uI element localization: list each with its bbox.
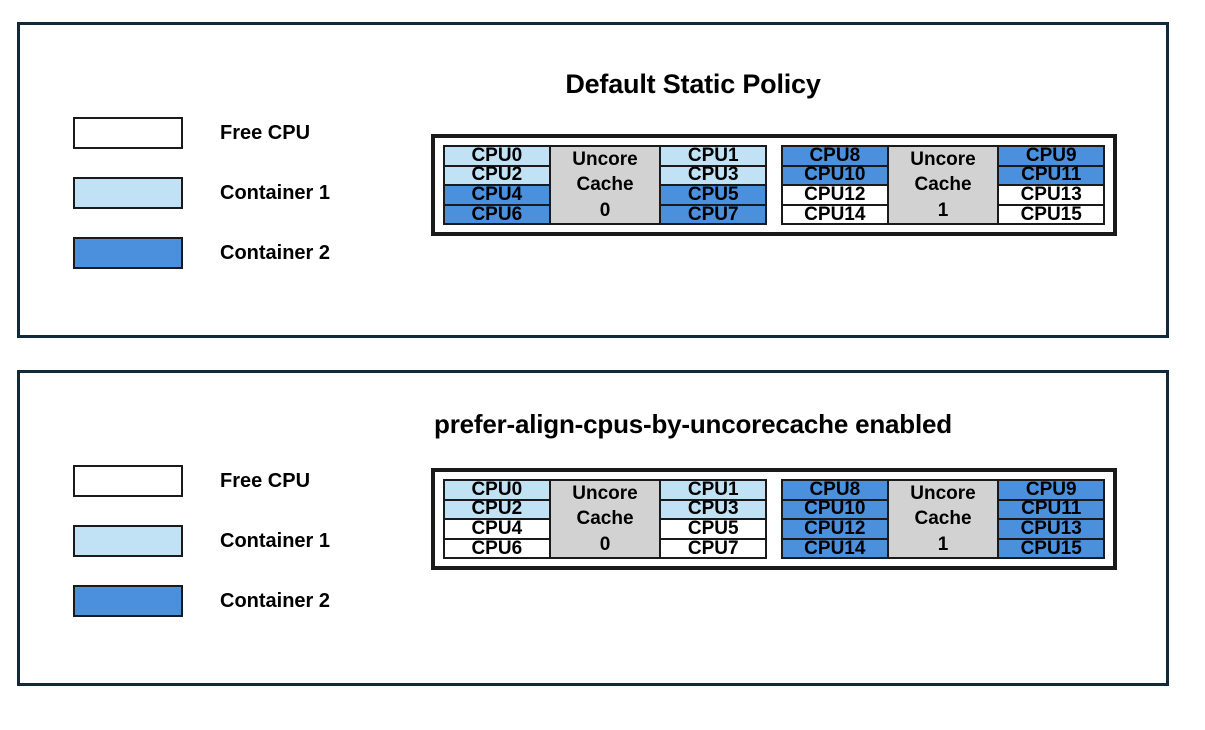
legend-item-container-1: Container 1 [73,525,330,557]
cpu-cell: CPU2 [445,164,549,187]
panel-prefer-align-cpus-by-uncorecache: prefer-align-cpus-by-uncorecache enabled… [17,370,1169,686]
cpu-cell: CPU11 [999,498,1103,521]
cache-group-1-right-column: CPU9 CPU11 CPU13 CPU15 [999,479,1103,559]
legend-item-free-cpu: Free CPU [73,117,330,149]
uncore-cache-1: Uncore Cache 1 [886,147,1000,224]
cpu-cell: CPU12 [783,184,887,206]
cache-group-1-right-column: CPU9 CPU11 CPU13 CPU15 [999,145,1103,225]
cache-group-0: CPU0 CPU2 CPU4 CPU6 Uncore Cache 0 CPU1 … [443,479,767,560]
cpu-cell: CPU6 [445,204,549,225]
cpu-cell: CPU8 [783,479,887,501]
cpu-cell: CPU11 [999,164,1103,187]
legend-swatch-container-1 [73,177,183,209]
uncore-cache-label-line-2: Cache [576,508,634,530]
cpu-cell: CPU14 [783,204,887,225]
legend: Free CPU Container 1 Container 2 [73,465,330,645]
cache-group-1: CPU8 CPU10 CPU12 CPU14 Uncore Cache 1 CP… [781,145,1105,226]
uncore-cache-0: Uncore Cache 0 [548,481,662,558]
legend-label-container-2: Container 2 [220,241,331,264]
legend-label-container-2: Container 2 [220,589,331,612]
uncore-cache-label-line-1: Uncore [572,149,638,170]
cpu-cell: CPU15 [999,538,1103,559]
uncore-cache-label-line-3: 0 [599,533,611,555]
uncore-cache-1: Uncore Cache 1 [886,481,1000,558]
cpu-cell: CPU3 [661,498,765,521]
cpu-cell: CPU4 [445,184,549,206]
legend-label-container-1: Container 1 [220,181,331,204]
cpu-cell: CPU12 [783,518,887,540]
legend-swatch-container-2 [73,237,183,269]
cpu-cell: CPU5 [661,518,765,540]
legend-label-container-1: Container 1 [220,529,331,552]
uncore-cache-label-line-3: 1 [937,199,949,221]
cpu-cell: CPU4 [445,518,549,540]
cache-group-1-left-column: CPU8 CPU10 CPU12 CPU14 [783,145,887,225]
uncore-cache-label-line-1: Uncore [910,483,976,504]
cpu-cell: CPU1 [661,479,765,501]
page-title: prefer-align-cpus-by-uncorecache enabled [434,409,952,439]
legend-swatch-container-1 [73,525,183,557]
cpu-cell: CPU10 [783,498,887,521]
cpu-cell: CPU2 [445,498,549,521]
cpu-cell: CPU5 [661,184,765,206]
cpu-cell: CPU13 [999,518,1103,540]
legend-label-free-cpu: Free CPU [220,469,311,492]
cpu-cell: CPU9 [999,145,1103,167]
uncore-cache-label-line-1: Uncore [572,483,638,504]
uncore-cache-label-line-1: Uncore [910,149,976,170]
cpu-cell: CPU0 [445,145,549,167]
cpu-cell: CPU1 [661,145,765,167]
cpu-cell: CPU14 [783,538,887,559]
cache-group-0: CPU0 CPU2 CPU4 CPU6 Uncore Cache 0 CPU1 … [443,145,767,226]
cache-group-1-left-column: CPU8 CPU10 CPU12 CPU14 [783,479,887,559]
cpu-cell: CPU7 [661,538,765,559]
cache-group-0-left-column: CPU0 CPU2 CPU4 CPU6 [445,145,549,225]
cpu-cell: CPU7 [661,204,765,225]
uncore-cache-label-line-2: Cache [914,174,972,196]
legend: Free CPU Container 1 Container 2 [73,117,330,297]
cpu-cell: CPU9 [999,479,1103,501]
cache-group-0-right-column: CPU1 CPU3 CPU5 CPU7 [661,145,765,225]
uncore-cache-0: Uncore Cache 0 [548,147,662,224]
legend-item-container-2: Container 2 [73,585,330,617]
cpu-cell: CPU13 [999,184,1103,206]
cache-group-0-right-column: CPU1 CPU3 CPU5 CPU7 [661,479,765,559]
panel-default-static-policy: Default Static Policy Free CPU Container… [17,22,1169,338]
cache-group-1: CPU8 CPU10 CPU12 CPU14 Uncore Cache 1 CP… [781,479,1105,560]
legend-label-free-cpu: Free CPU [220,121,311,144]
legend-item-container-1: Container 1 [73,177,330,209]
legend-swatch-free-cpu [73,465,183,497]
uncore-cache-label-line-3: 1 [937,533,949,555]
legend-item-container-2: Container 2 [73,237,330,269]
uncore-cache-label-line-2: Cache [576,174,634,196]
legend-swatch-container-2 [73,585,183,617]
cpu-cell: CPU3 [661,164,765,187]
cpu-cell: CPU15 [999,204,1103,225]
legend-item-free-cpu: Free CPU [73,465,330,497]
uncore-cache-label-line-3: 0 [599,199,611,221]
cpu-topology-diagram: CPU0 CPU2 CPU4 CPU6 Uncore Cache 0 CPU1 … [431,468,1117,571]
cpu-cell: CPU0 [445,479,549,501]
cpu-cell: CPU8 [783,145,887,167]
cache-group-0-left-column: CPU0 CPU2 CPU4 CPU6 [445,479,549,559]
legend-swatch-free-cpu [73,117,183,149]
page-title: Default Static Policy [565,69,821,99]
uncore-cache-label-line-2: Cache [914,508,972,530]
cpu-cell: CPU10 [783,164,887,187]
cpu-cell: CPU6 [445,538,549,559]
cpu-topology-diagram: CPU0 CPU2 CPU4 CPU6 Uncore Cache 0 CPU1 … [431,134,1117,237]
